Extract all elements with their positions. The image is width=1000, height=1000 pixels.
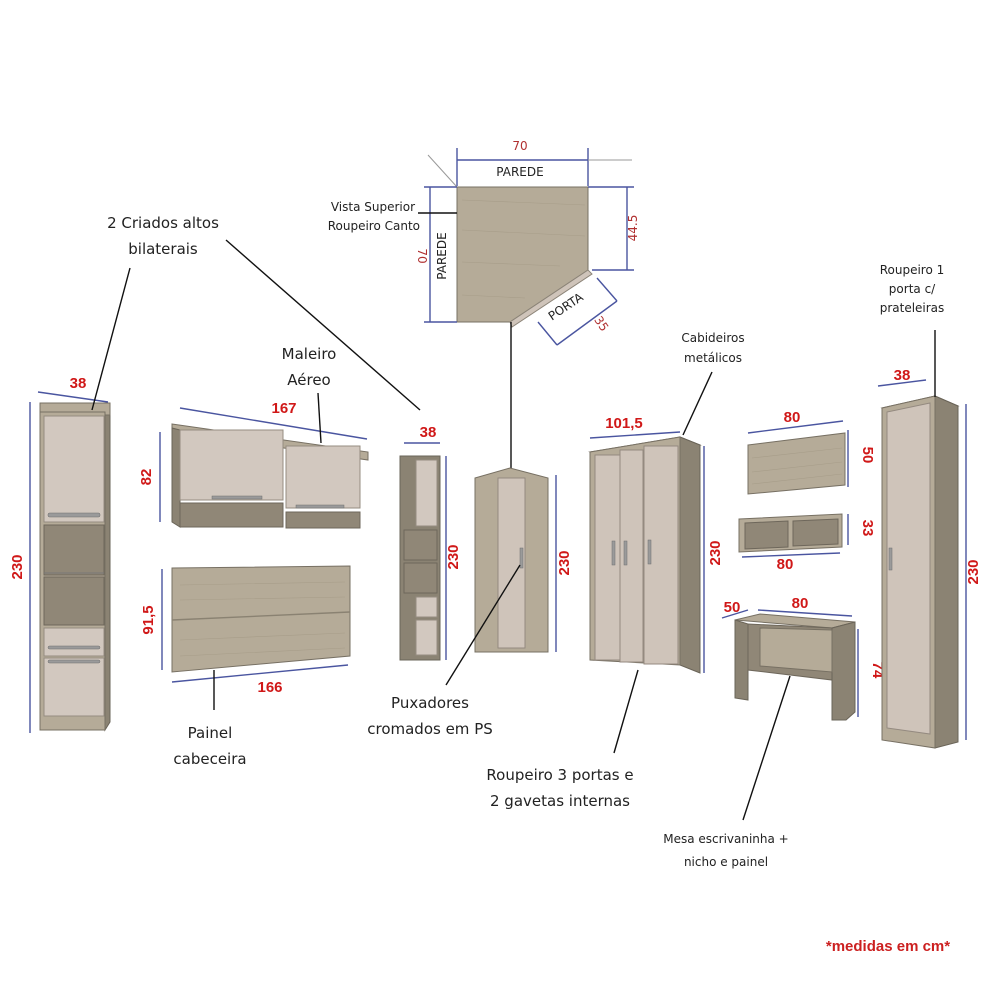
three-door-wardrobe: 101,5 230 Cabideiros metálicos Roupeiro … xyxy=(486,331,744,810)
roupeiro3-label-line2: 2 gavetas internas xyxy=(490,792,630,810)
roupeiro3-height-dim: 230 xyxy=(707,540,724,565)
painel-width-dim: 166 xyxy=(257,679,282,696)
nicho-mesa-width-dim: 80 xyxy=(777,556,794,573)
vista-porta-dim: 35 xyxy=(591,314,611,334)
vista-label-line1: Vista Superior xyxy=(331,200,415,214)
desk: 50 80 74 Mesa escrivaninha + nicho e pai… xyxy=(663,595,886,869)
cabideiros-label-line1: Cabideiros xyxy=(681,331,744,345)
overhead-cabinet: 167 82 Maleiro Aéreo xyxy=(138,345,369,529)
desk-wall-panel: 80 50 xyxy=(747,409,876,495)
maleiro-width-dim: 167 xyxy=(271,400,296,417)
maleiro-height-dim: 82 xyxy=(138,469,155,486)
maleiro-label-line1: Maleiro xyxy=(282,345,337,363)
painel-height-dim: 91,5 xyxy=(140,605,157,634)
parede-top-label: PAREDE xyxy=(496,165,543,179)
roupeiro1-width-dim: 38 xyxy=(894,367,911,384)
units-footnote: *medidas em cm* xyxy=(826,938,950,955)
painel-mesa-height-dim: 50 xyxy=(859,447,876,464)
maleiro-label-line2: Aéreo xyxy=(287,371,330,389)
corner-wardrobe: 230 Puxadores cromados em PS xyxy=(367,467,573,738)
criados-label-line2: bilaterais xyxy=(128,240,198,258)
roupeiro1-height-dim: 230 xyxy=(965,559,982,584)
painel-label-line2: cabeceira xyxy=(173,750,246,768)
vista-side-dim: 70 xyxy=(415,248,429,263)
canto-height-dim: 230 xyxy=(556,550,573,575)
criado-height-dim: 230 xyxy=(9,554,26,579)
puxadores-label-line2: cromados em PS xyxy=(367,720,493,738)
roupeiro1-label-line2: porta c/ xyxy=(889,282,936,296)
roupeiro3-width-dim: 101,5 xyxy=(605,415,643,432)
criado-width-dim: 38 xyxy=(70,375,87,392)
desk-niche: 80 33 xyxy=(738,513,876,573)
mesa-label-line2: nicho e painel xyxy=(684,855,768,869)
roupeiro1-label-line3: prateleiras xyxy=(880,301,945,315)
vista-label-line2: Roupeiro Canto xyxy=(328,219,420,233)
vista-right-dim: 44.5 xyxy=(626,215,640,242)
nicho-width-dim: 38 xyxy=(420,424,437,441)
cabideiros-label-line2: metálicos xyxy=(684,351,742,365)
puxadores-label-line1: Puxadores xyxy=(391,694,469,712)
top-view-corner-wardrobe: 70 PAREDE 70 PAREDE 44.5 PORTA 35 Vista … xyxy=(328,139,640,468)
mesa-label-line1: Mesa escrivaninha + xyxy=(663,832,788,846)
narrow-side-cabinet: 38 230 xyxy=(399,424,462,661)
criados-label-line1: 2 Criados altos xyxy=(107,214,219,232)
mesa-width-dim: 80 xyxy=(792,595,809,612)
roupeiro3-label-line1: Roupeiro 3 portas e xyxy=(486,766,633,784)
parede-side-label: PAREDE xyxy=(435,232,449,279)
one-door-wardrobe: 38 230 Roupeiro 1 porta c/ prateleiras xyxy=(877,263,982,749)
painel-label-line1: Painel xyxy=(188,724,233,742)
mesa-depth-dim: 50 xyxy=(724,599,741,616)
nicho-mesa-height-dim: 33 xyxy=(859,520,876,537)
painel-mesa-width-dim: 80 xyxy=(784,409,801,426)
tall-side-cabinet: 38 230 2 Criados altos bilaterais xyxy=(9,214,421,733)
roupeiro1-label-line1: Roupeiro 1 xyxy=(880,263,945,277)
vista-top-dim: 70 xyxy=(512,139,527,153)
headboard-panel: 166 91,5 Painel cabeceira xyxy=(140,565,351,768)
nicho-height-dim: 230 xyxy=(445,544,462,569)
